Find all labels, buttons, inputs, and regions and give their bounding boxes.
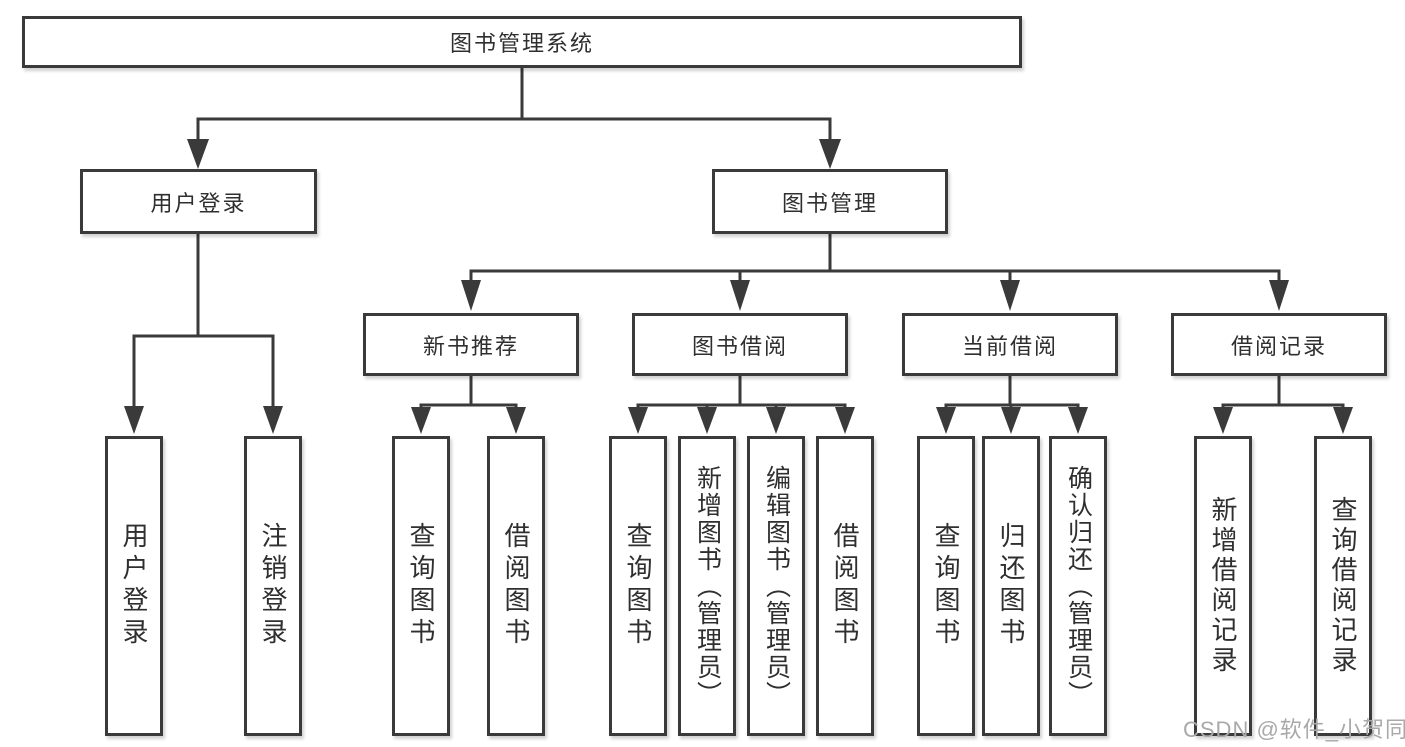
arrow-down: [730, 280, 750, 311]
arrow-down: [1269, 280, 1289, 311]
leaf-borrow-query-books: 查询图书: [609, 436, 667, 736]
leaf-records-query-record: 查询借阅记录: [1314, 436, 1372, 736]
leaf-newbook-borrow-books: 借阅图书: [487, 436, 545, 736]
connector-records-bus: [1221, 403, 1345, 409]
connector-newbook-bus: [419, 403, 518, 409]
node-current-borrow: 当前借阅: [902, 313, 1118, 376]
leaf-borrow-borrow-books: 借阅图书: [816, 436, 874, 736]
connector-level1-bus: [196, 117, 832, 141]
watermark: CSDN @软件_小贺同学: [1183, 717, 1405, 742]
node-book-borrow: 图书借阅: [632, 313, 848, 376]
connector-borrow-bus: [636, 403, 847, 409]
node-book-management: 图书管理: [712, 169, 948, 234]
arrow-down: [1068, 407, 1088, 434]
leaf-current-return-books: 归还图书: [982, 436, 1040, 736]
leaf-borrow-add-books-admin: 新增图书（管理员）: [678, 436, 736, 736]
arrow-down: [819, 139, 841, 169]
node-borrow-records: 借阅记录: [1171, 313, 1387, 376]
arrow-down: [1000, 280, 1020, 311]
arrow-down: [1001, 407, 1021, 434]
arrow-down: [936, 407, 956, 434]
leaf-records-add-record: 新增借阅记录: [1194, 436, 1252, 736]
leaf-borrow-edit-books-admin: 编辑图书（管理员）: [747, 436, 805, 736]
arrow-down: [506, 407, 526, 434]
arrow-down: [187, 139, 209, 169]
arrow-down: [1213, 407, 1233, 434]
arrow-down: [628, 407, 648, 434]
leaf-logout: 注销登录: [244, 436, 302, 736]
node-user-login: 用户登录: [80, 169, 317, 234]
arrow-down: [697, 407, 717, 434]
leaf-user-login: 用户登录: [105, 436, 163, 736]
arrow-down: [263, 406, 283, 434]
leaf-current-confirm-return-admin: 确认归还（管理员）: [1049, 436, 1107, 736]
connector-login-bus: [132, 334, 275, 408]
node-library-system: 图书管理系统: [22, 16, 1022, 68]
arrow-down: [461, 280, 481, 311]
arrow-down: [411, 407, 431, 434]
arrow-down: [124, 406, 144, 434]
leaf-current-query-books: 查询图书: [917, 436, 975, 736]
leaf-newbook-query-books: 查询图书: [392, 436, 450, 736]
connector-level2-bus: [469, 269, 1281, 282]
arrow-down: [1333, 407, 1353, 434]
arrow-down: [766, 407, 786, 434]
node-new-book-recommend: 新书推荐: [363, 313, 579, 376]
arrow-down: [835, 407, 855, 434]
